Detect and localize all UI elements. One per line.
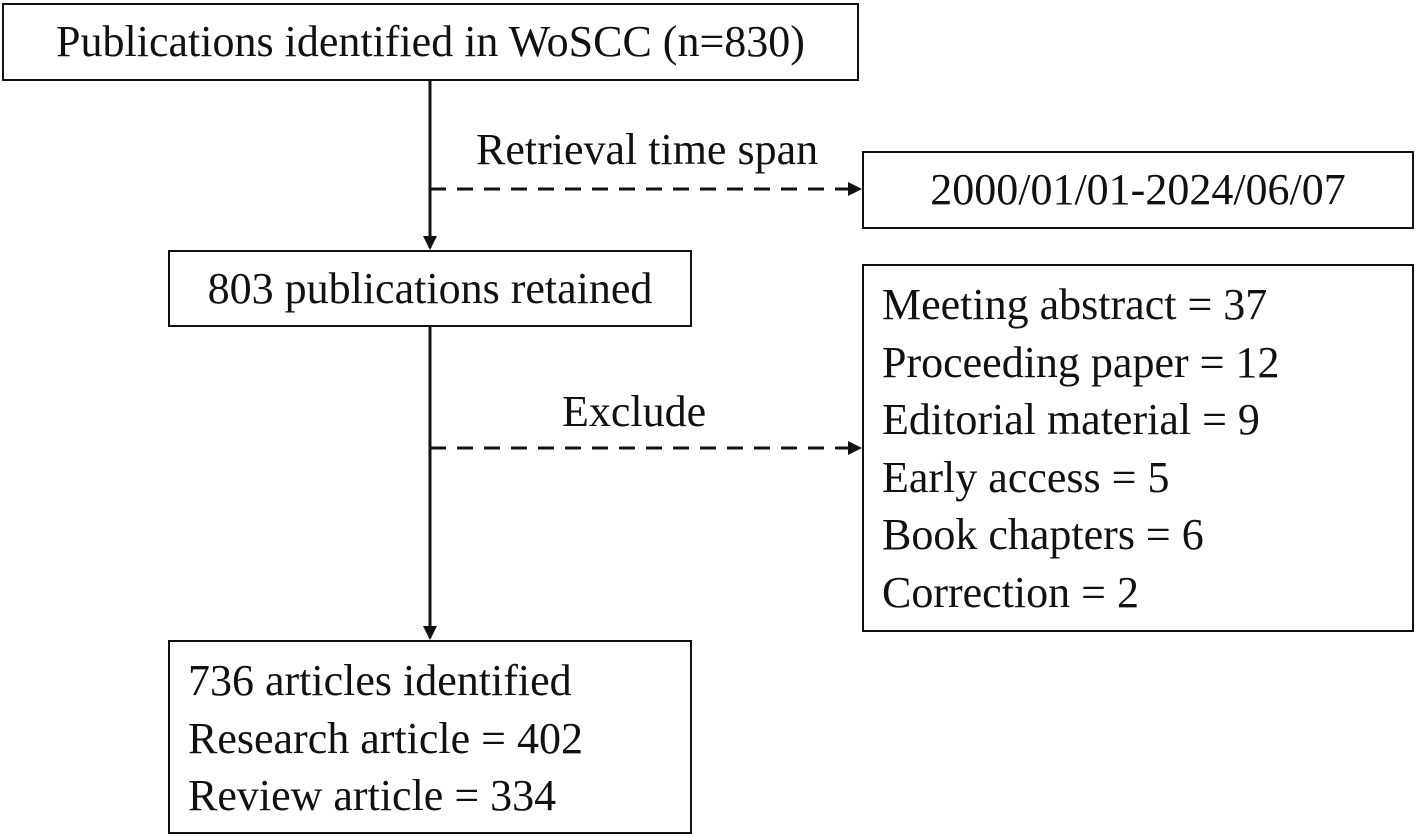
exclusions-box: Meeting abstract = 37 Proceeding paper =… [862,264,1414,632]
exclusions-list: Meeting abstract = 37 Proceeding paper =… [864,276,1279,621]
retained-box: 803 publications retained [168,250,692,327]
exclusion-item: Proceeding paper = 12 [882,337,1280,387]
exclusion-item: Meeting abstract = 37 [882,280,1268,329]
final-item-review: Review article = 334 [188,771,557,820]
retrieval-range-box: 2000/01/01-2024/06/07 [862,151,1414,229]
retrieval-label: Retrieval time span [476,125,819,174]
identified-box: Publications identified in WoSCC (n=830) [2,3,859,81]
final-item-total: 736 articles identified [188,656,572,705]
retrieval-range-text: 2000/01/01-2024/06/07 [930,165,1346,214]
exclusion-item: Book chapters = 6 [882,510,1204,559]
retained-text: 803 publications retained [207,263,653,313]
exclusion-item: Correction = 2 [882,567,1139,617]
final-list: 736 articles identified Research article… [170,652,583,825]
exclusion-item: Early access = 5 [882,452,1170,502]
final-box: 736 articles identified Research article… [168,640,692,834]
identified-text: Publications identified in WoSCC (n=830) [56,17,805,66]
exclusion-item: Editorial material = 9 [882,395,1260,444]
final-item-research: Research article = 402 [188,713,583,763]
exclude-label: Exclude [562,387,707,436]
